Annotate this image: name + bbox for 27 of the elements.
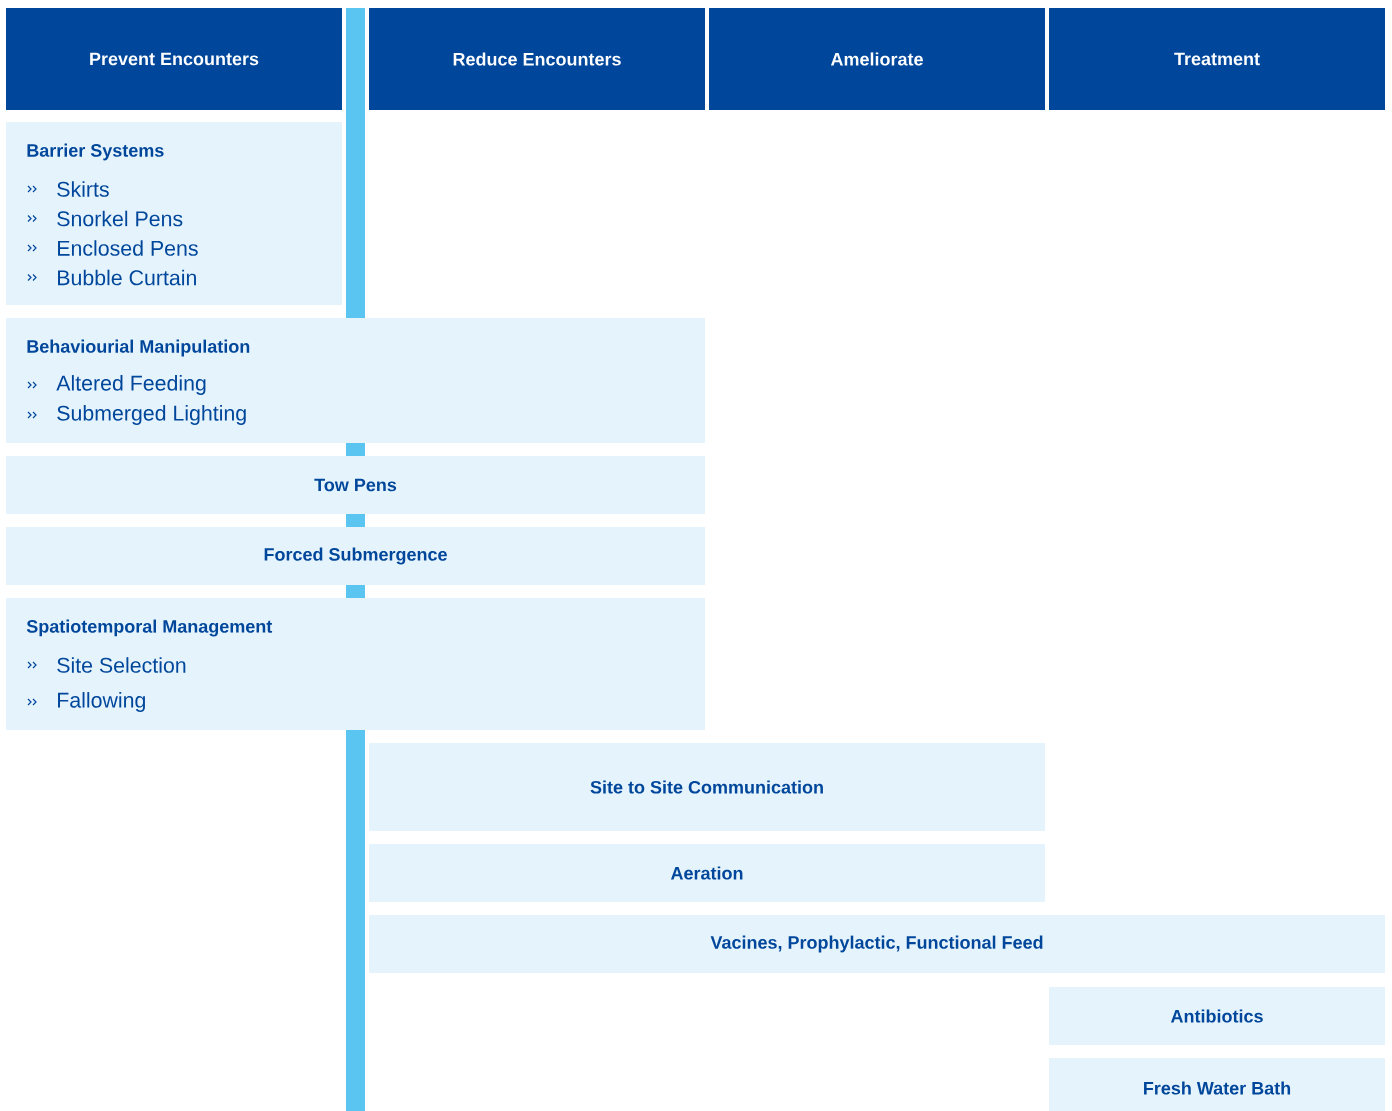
- timeline-bar: [346, 514, 365, 527]
- timeline-bar: [346, 8, 365, 318]
- category-box: Fresh Water Bath: [1049, 1058, 1385, 1111]
- header-box: Ameliorate: [709, 8, 1045, 110]
- category-box: Site to Site Communication: [369, 743, 1045, 831]
- timeline-bar: [346, 730, 365, 1111]
- category-box: Tow Pens: [6, 456, 705, 514]
- list-item: Skirts: [57, 181, 109, 197]
- list-item: Altered Feeding: [56, 375, 206, 395]
- category-heading: Barrier Systems: [27, 143, 164, 161]
- category-box: Antibiotics: [1049, 987, 1385, 1045]
- header-box: Treatment: [1049, 8, 1385, 110]
- category-heading: Behaviourial Manipulation: [27, 339, 250, 357]
- timeline-bar: [346, 443, 365, 456]
- category-box: Aeration: [369, 844, 1045, 902]
- header-box: Reduce Encounters: [369, 8, 705, 110]
- list-item: Bubble Curtain: [58, 269, 196, 286]
- list-item: Snorkel Pens: [57, 210, 183, 227]
- list-item: Site Selection: [57, 657, 186, 673]
- list-item: Submerged Lighting: [57, 405, 246, 425]
- category-box: Forced Submergence: [6, 527, 705, 585]
- category-box: Vacines, Prophylactic, Functional Feed: [369, 915, 1385, 973]
- timeline-bar: [346, 585, 365, 598]
- header-box: Prevent Encounters: [6, 8, 342, 110]
- list-item: Fallowing: [58, 692, 145, 712]
- list-item: Enclosed Pens: [58, 240, 198, 256]
- category-heading: Spatiotemporal Management: [26, 619, 273, 637]
